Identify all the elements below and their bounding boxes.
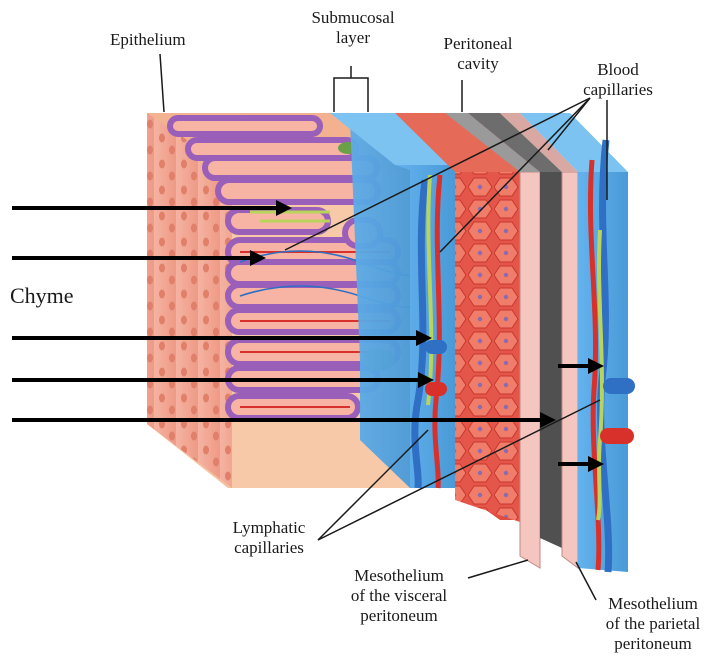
blood-vessel-stub [425, 382, 447, 396]
label-meso-parietal-line1: Mesothelium [590, 594, 716, 614]
label-meso-visceral-line2: of the visceral [334, 586, 464, 606]
lymph-vessel-stub [425, 340, 447, 354]
label-blood-capillaries: Blood capillaries [568, 60, 668, 100]
label-lymphatic-line1: Lymphatic [214, 518, 324, 538]
label-blood-line2: capillaries [568, 80, 668, 100]
label-blood-line1: Blood [568, 60, 668, 80]
label-submucosal-line2: layer [308, 28, 398, 48]
blood-vessel-stub [600, 428, 634, 444]
label-submucosal-line1: Submucosal [308, 8, 398, 28]
label-meso-parietal-line3: peritoneum [590, 634, 716, 654]
label-mesothelium-parietal: Mesothelium of the parietal peritoneum [590, 594, 716, 654]
lymph-vessel-stub [603, 378, 635, 394]
label-peritoneal-line1: Peritoneal [428, 34, 528, 54]
label-chyme: Chyme [10, 286, 74, 306]
label-meso-visceral-line3: peritoneum [334, 606, 464, 626]
label-meso-parietal-line2: of the parietal [590, 614, 716, 634]
label-peritoneal-line2: cavity [428, 54, 528, 74]
label-lymphatic-line2: capillaries [214, 538, 324, 558]
label-epithelium: Epithelium [110, 30, 186, 50]
label-submucosal-layer: Submucosal layer [308, 8, 398, 48]
label-mesothelium-visceral: Mesothelium of the visceral peritoneum [334, 566, 464, 626]
label-peritoneal-cavity: Peritoneal cavity [428, 34, 528, 74]
label-meso-visceral-line1: Mesothelium [334, 566, 464, 586]
label-lymphatic-capillaries: Lymphatic capillaries [214, 518, 324, 558]
